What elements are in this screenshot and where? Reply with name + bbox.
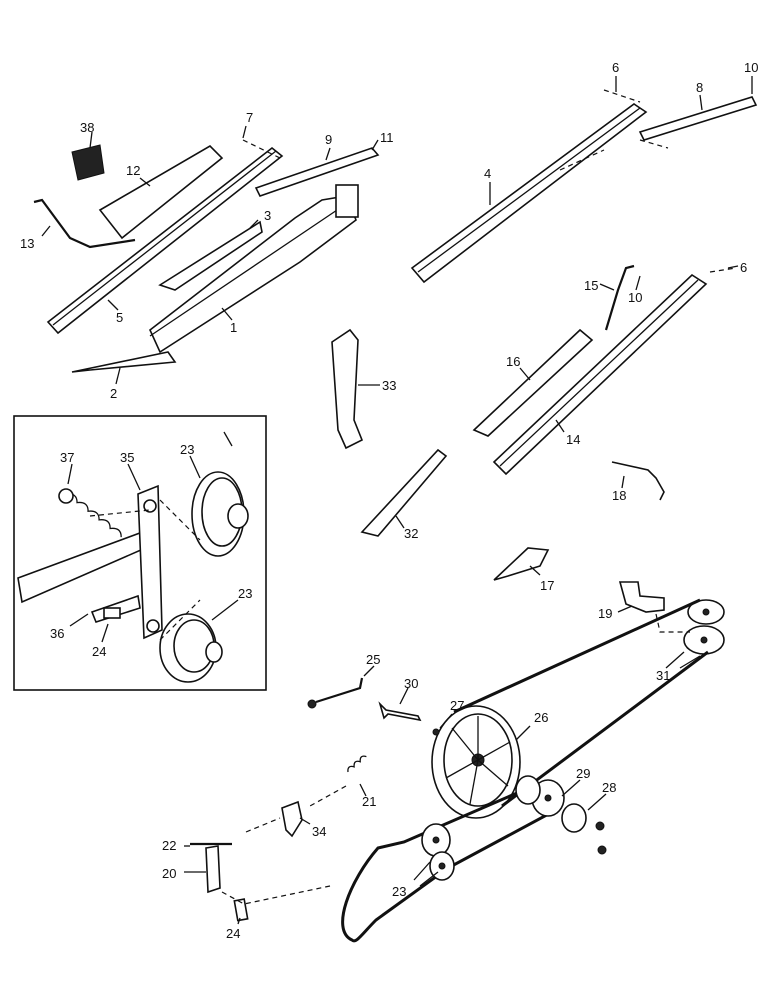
pulley-28	[561, 803, 587, 833]
pin-24-inset	[103, 607, 121, 619]
label-24b: 24	[226, 926, 240, 941]
shield-16	[472, 328, 594, 437]
label-38: 38	[80, 120, 94, 135]
label-2: 2	[110, 386, 117, 401]
shield-12	[98, 144, 224, 240]
label-5: 5	[116, 310, 123, 325]
label-34: 34	[312, 824, 326, 839]
label-26: 26	[534, 710, 548, 725]
bracket-19	[618, 581, 665, 613]
label-10b: 10	[628, 290, 642, 305]
inset-box	[13, 415, 267, 691]
part-2	[71, 351, 177, 373]
rail-14	[492, 273, 708, 476]
label-18: 18	[612, 488, 626, 503]
label-15: 15	[584, 278, 598, 293]
label-6a: 6	[612, 60, 619, 75]
label-11: 11	[380, 130, 394, 145]
label-14: 14	[566, 432, 580, 447]
rod-25	[315, 677, 364, 704]
rail-5	[46, 146, 284, 335]
label-24a: 24	[92, 644, 106, 659]
label-35: 35	[120, 450, 134, 465]
bracket-34	[281, 800, 303, 838]
label-4: 4	[484, 166, 491, 181]
frame-plate	[335, 184, 359, 218]
label-22: 22	[162, 838, 176, 853]
label-21: 21	[362, 794, 376, 809]
label-12: 12	[126, 163, 140, 178]
part-32	[360, 448, 448, 537]
label-9: 9	[325, 132, 332, 147]
label-28: 28	[602, 780, 616, 795]
label-3: 3	[264, 208, 271, 223]
belt-main	[453, 598, 701, 714]
label-23c: 23	[392, 884, 406, 899]
label-17: 17	[540, 578, 554, 593]
plate-20	[205, 845, 221, 894]
label-31: 31	[656, 668, 670, 683]
label-8: 8	[696, 80, 703, 95]
handle-15	[604, 264, 635, 331]
label-16: 16	[506, 354, 520, 369]
bar-8	[638, 96, 758, 141]
rod-13	[33, 198, 136, 249]
blade-3	[158, 220, 263, 291]
label-37: 37	[60, 450, 74, 465]
label-27: 27	[450, 698, 464, 713]
label-6b: 6	[740, 260, 747, 275]
base-plate	[17, 528, 151, 604]
bar-9	[254, 147, 380, 197]
hook-18	[611, 461, 665, 501]
pin-24	[233, 898, 249, 922]
label-33: 33	[382, 378, 396, 393]
label-19: 19	[598, 606, 612, 621]
shaft-30	[378, 701, 422, 722]
label-23b: 23	[238, 586, 252, 601]
arm-35	[137, 484, 163, 640]
label-13: 13	[20, 236, 34, 251]
label-30: 30	[404, 676, 418, 691]
part-17	[493, 547, 550, 581]
spring-37-eye	[58, 488, 74, 504]
label-36: 36	[50, 626, 64, 641]
label-20: 20	[162, 866, 176, 881]
decal-38	[71, 144, 105, 181]
label-7: 7	[246, 110, 253, 125]
spring-21	[347, 755, 367, 773]
washer-27	[432, 728, 440, 736]
label-25: 25	[366, 652, 380, 667]
rail-4	[410, 103, 648, 284]
label-23a: 23	[180, 442, 194, 457]
bracket-33	[331, 328, 364, 450]
label-10a: 10	[744, 60, 758, 75]
spring-37	[65, 493, 122, 538]
label-29: 29	[576, 766, 590, 781]
label-32: 32	[404, 526, 418, 541]
label-1: 1	[230, 320, 237, 335]
